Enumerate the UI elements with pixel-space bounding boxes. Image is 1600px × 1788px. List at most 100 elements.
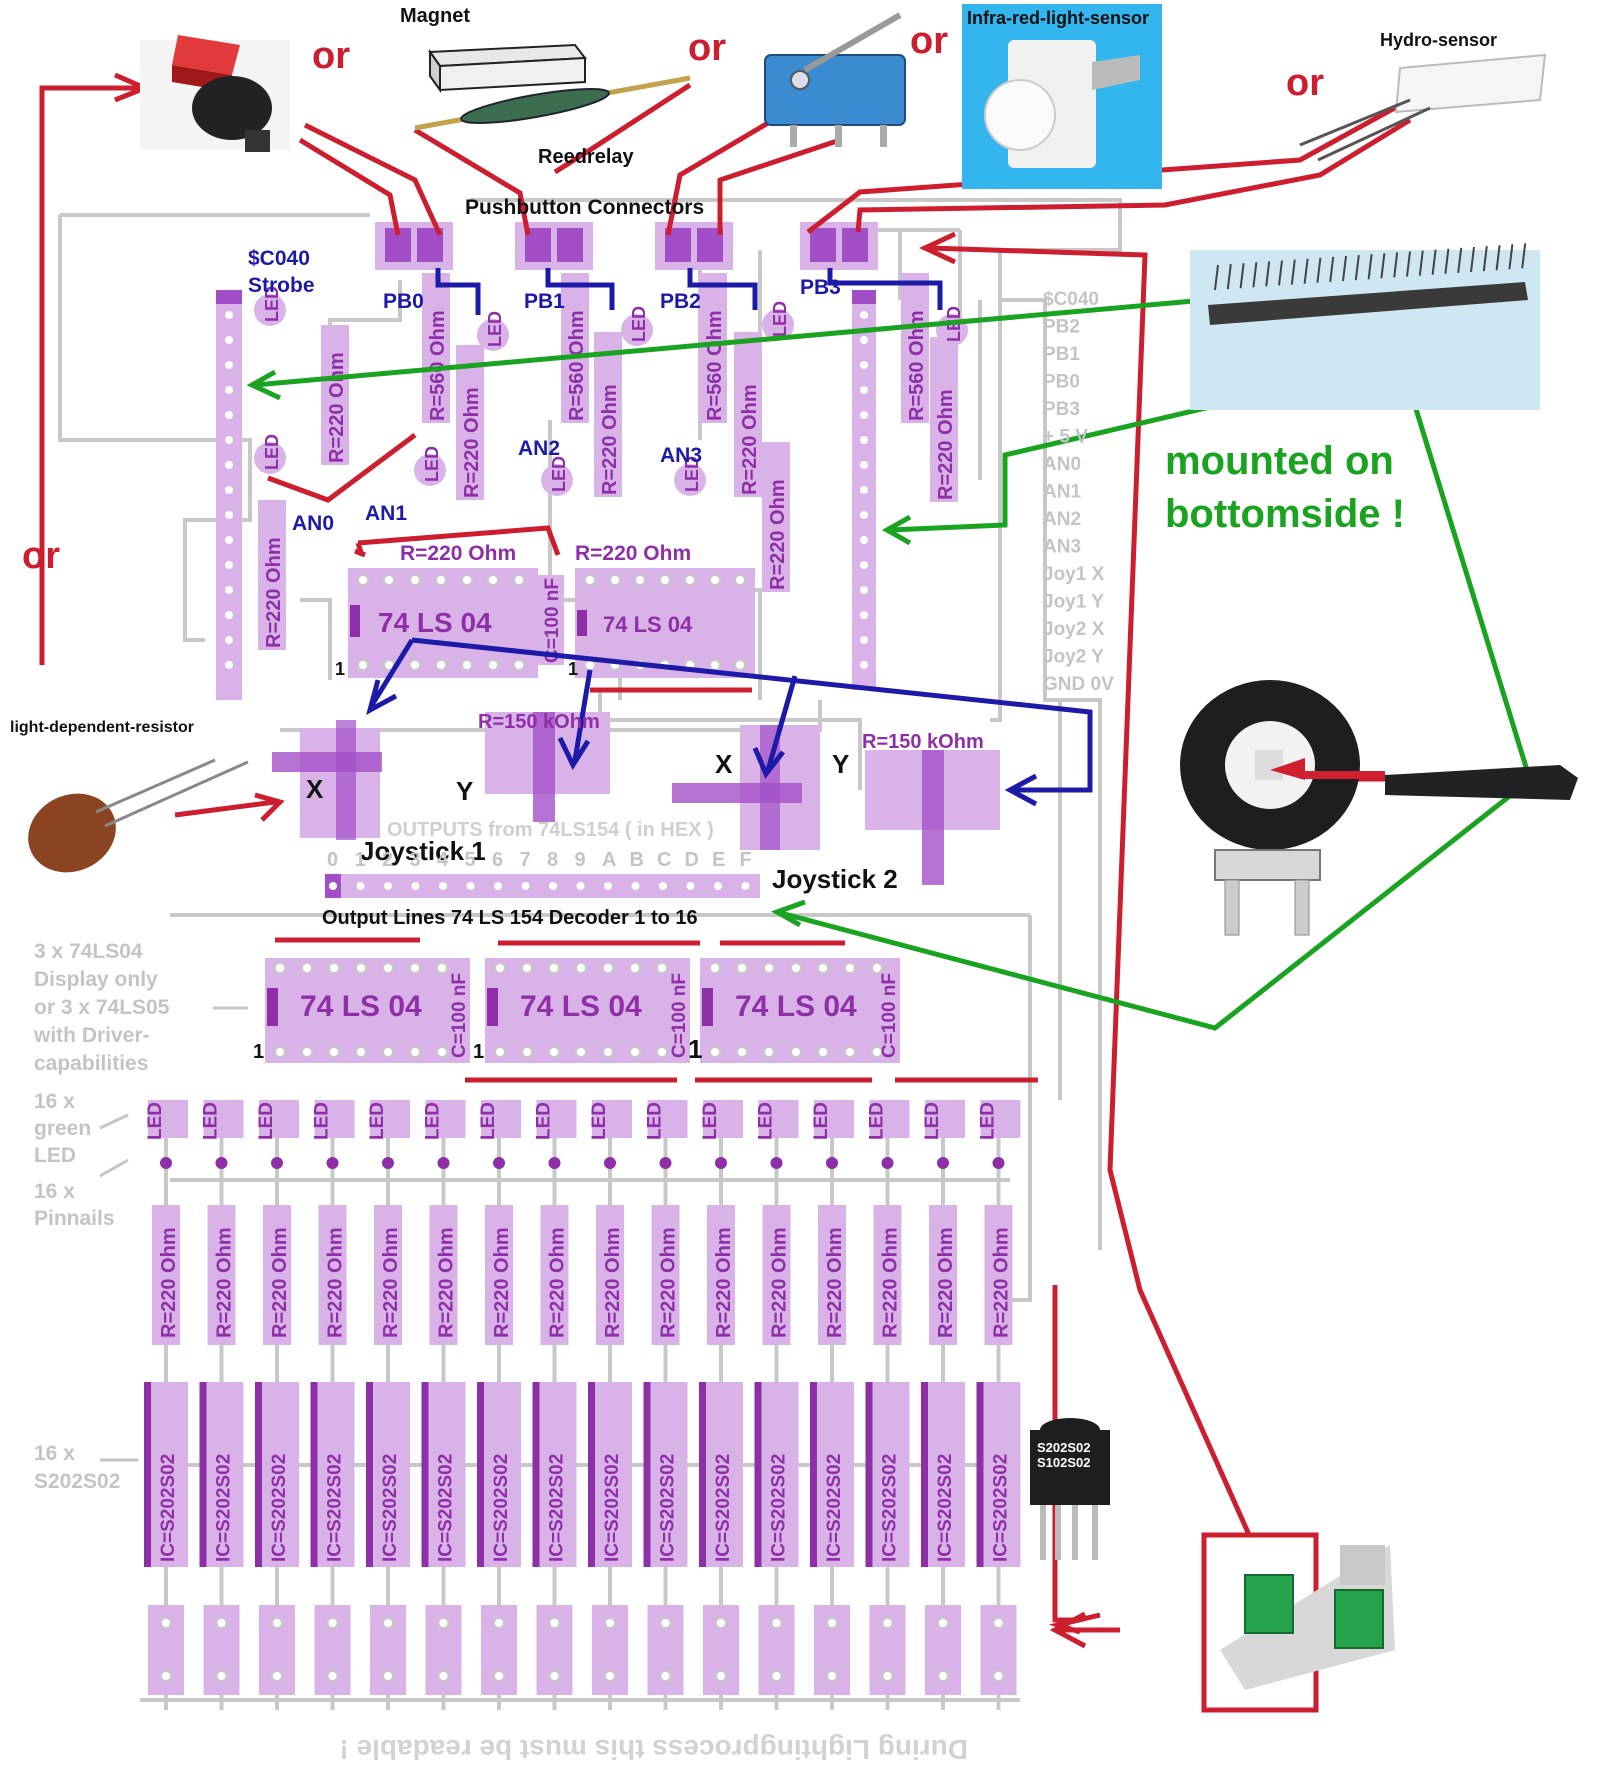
pinnail xyxy=(215,1157,228,1169)
header-pin-label: AN3 xyxy=(1043,537,1081,558)
resistor-pad xyxy=(734,332,762,497)
ic-pin xyxy=(355,962,367,974)
header-hole xyxy=(860,461,868,469)
led-label: LED xyxy=(422,446,442,482)
note-display: with Driver- xyxy=(33,1024,150,1047)
hydro-sensor-label: Hydro-sensor xyxy=(1380,30,1497,50)
ssr-pad xyxy=(921,1382,965,1567)
ic-lower-label: 74 LS 04 xyxy=(300,990,422,1023)
ic-pin xyxy=(734,574,746,586)
ic-pin xyxy=(790,1046,802,1058)
note-arrow xyxy=(99,1158,129,1178)
led-pad xyxy=(254,442,286,474)
header-hole xyxy=(225,661,233,669)
led-pad xyxy=(259,1100,299,1138)
led-pad xyxy=(481,1100,521,1138)
resistor-label: R=220 Ohm xyxy=(380,1227,402,1338)
header-strip-photo xyxy=(1190,243,1540,410)
led-label: LED xyxy=(589,1102,610,1140)
pinnail xyxy=(770,1157,783,1169)
hex-label: A xyxy=(602,849,616,871)
ic-pin xyxy=(274,1046,286,1058)
led-label: LED xyxy=(645,1102,666,1140)
header-photo-pin xyxy=(1303,258,1309,284)
right-header-strip xyxy=(852,290,876,690)
hydro-sensor-photo xyxy=(1299,53,1547,162)
led-label: LED xyxy=(756,1102,777,1140)
ic-upper-pin1-b: 1 xyxy=(568,659,578,679)
hex-label: 0 xyxy=(327,849,338,871)
decoder-hole xyxy=(521,882,530,890)
ic-upper-pin1: 1 xyxy=(335,659,345,679)
ic-pin xyxy=(817,1046,829,1058)
led-pad xyxy=(621,314,653,346)
ic-pin xyxy=(521,1046,533,1058)
resistor-pad xyxy=(762,442,790,592)
ic-pin xyxy=(409,574,421,586)
led-label: LED xyxy=(201,1102,222,1140)
resistor-pad xyxy=(456,345,484,500)
resistor-label: R=220 Ohm xyxy=(547,1227,569,1338)
header-photo-pin xyxy=(1482,245,1488,272)
or-label-3: or xyxy=(910,20,948,62)
led-pad xyxy=(869,1100,910,1138)
resistor-pad xyxy=(762,1205,791,1345)
header-photo-pin xyxy=(1508,244,1514,270)
led-pad xyxy=(814,1100,854,1138)
joystick-2-x: X xyxy=(715,749,733,779)
an2-label: AN2 xyxy=(518,437,560,460)
reedrelay-label: Reedrelay xyxy=(538,146,634,168)
ic-pin xyxy=(709,659,721,671)
ic-lower-label: 74 LS 04 xyxy=(520,990,642,1023)
joystick-2-y: Y xyxy=(832,749,849,779)
resistor-pad xyxy=(561,273,589,423)
ssr-pad xyxy=(199,1382,244,1567)
pinnail xyxy=(437,1157,450,1169)
ic-pin xyxy=(435,659,447,671)
ic-notch xyxy=(702,988,713,1026)
terminal-hole xyxy=(548,1617,561,1629)
ic-pin xyxy=(871,962,883,974)
led-pad xyxy=(592,1100,632,1138)
hex-label: D xyxy=(685,849,699,871)
hex-label: 2 xyxy=(382,849,393,871)
ssr-pad xyxy=(976,1382,1021,1567)
led-pad xyxy=(425,1100,466,1138)
header-hole xyxy=(860,386,868,394)
led-label: LED xyxy=(700,1102,721,1140)
ic-74ls04-lower xyxy=(700,958,900,1063)
ssr-label: IC=S202S02 xyxy=(380,1454,401,1562)
led-label: LED xyxy=(256,1102,277,1140)
note-green-led: LED xyxy=(34,1144,76,1167)
pinnail xyxy=(604,1157,616,1169)
ssr-label: IC=S202S02 xyxy=(214,1454,235,1562)
ssr-notch xyxy=(532,1382,540,1567)
header-hole xyxy=(225,461,233,469)
r150-joy1-y: R=150 kOhm xyxy=(478,711,600,733)
header-hole xyxy=(225,361,233,369)
ic-pin xyxy=(409,659,421,671)
resistor-label: R=220 Ohm xyxy=(602,1227,624,1338)
pb2-label: PB2 xyxy=(660,290,701,313)
resistor-label: R=220 Ohm xyxy=(824,1227,846,1338)
hex-label: C xyxy=(657,849,671,871)
led-pad xyxy=(541,464,573,496)
led-label: LED xyxy=(145,1102,166,1140)
terminal-hole xyxy=(437,1670,450,1682)
pushbutton-title: Pushbutton Connectors xyxy=(465,196,704,219)
header-photo-pin xyxy=(1444,248,1450,274)
ic-pin xyxy=(383,574,395,586)
resistor-pad xyxy=(596,1205,624,1345)
resistor-label: R=220 Ohm xyxy=(991,1227,1013,1338)
header-hole xyxy=(860,436,868,444)
resistor-label: R=220 Ohm xyxy=(491,1227,513,1338)
ssr-notch xyxy=(976,1382,984,1567)
ic-pin xyxy=(487,659,499,671)
header-photo-pin xyxy=(1342,255,1347,282)
header-hole xyxy=(225,486,233,494)
resistor-label: R=220 Ohm xyxy=(436,1227,458,1338)
resistor-pad xyxy=(929,1205,957,1345)
ic-pin xyxy=(709,962,721,974)
ic-pin xyxy=(521,962,533,974)
led-pad xyxy=(414,454,446,486)
